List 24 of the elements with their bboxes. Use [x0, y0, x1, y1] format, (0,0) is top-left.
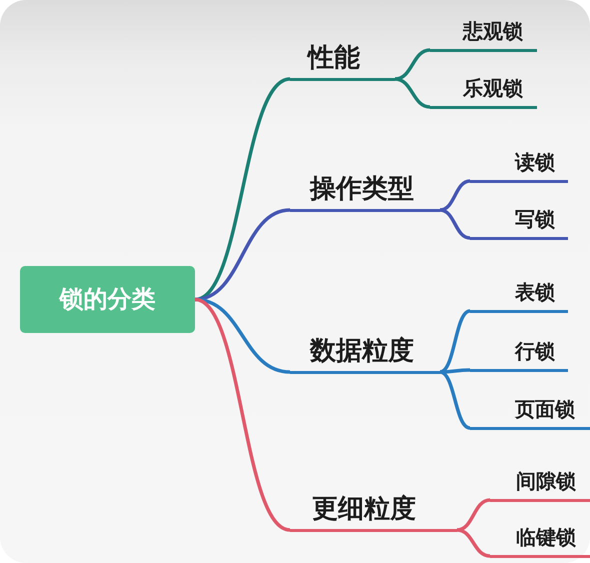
branch-curve [440, 208, 470, 240]
branch-topic: 数据粒度 [290, 334, 440, 374]
branch-curve [439, 370, 471, 430]
branch-curve [394, 48, 430, 81]
branch-topic: 更细粒度 [290, 492, 457, 532]
branch-curve [440, 179, 470, 212]
leaf-topic: 读锁 [470, 148, 568, 183]
leaf-topic: 写锁 [470, 206, 568, 240]
branch-curve [194, 298, 291, 532]
branch-curve [394, 77, 430, 109]
leaf-topic: 悲观锁 [430, 18, 537, 52]
branch-curve [440, 368, 470, 374]
leaf-topic: 页面锁 [470, 396, 590, 430]
leaf-topic: 间隙锁 [490, 468, 590, 502]
leaf-topic: 表锁 [470, 278, 568, 313]
branch-curve [456, 498, 490, 532]
branch-curve [456, 528, 490, 558]
leaf-topic: 乐观锁 [430, 74, 537, 109]
branch-curve [194, 208, 290, 302]
branch-topic: 性能 [290, 40, 395, 81]
leaf-topic: 临键锁 [490, 524, 590, 558]
leaf-topic: 行锁 [470, 338, 568, 372]
branch-topic: 操作类型 [290, 172, 440, 212]
root-topic-box: 锁的分类 [20, 266, 195, 333]
